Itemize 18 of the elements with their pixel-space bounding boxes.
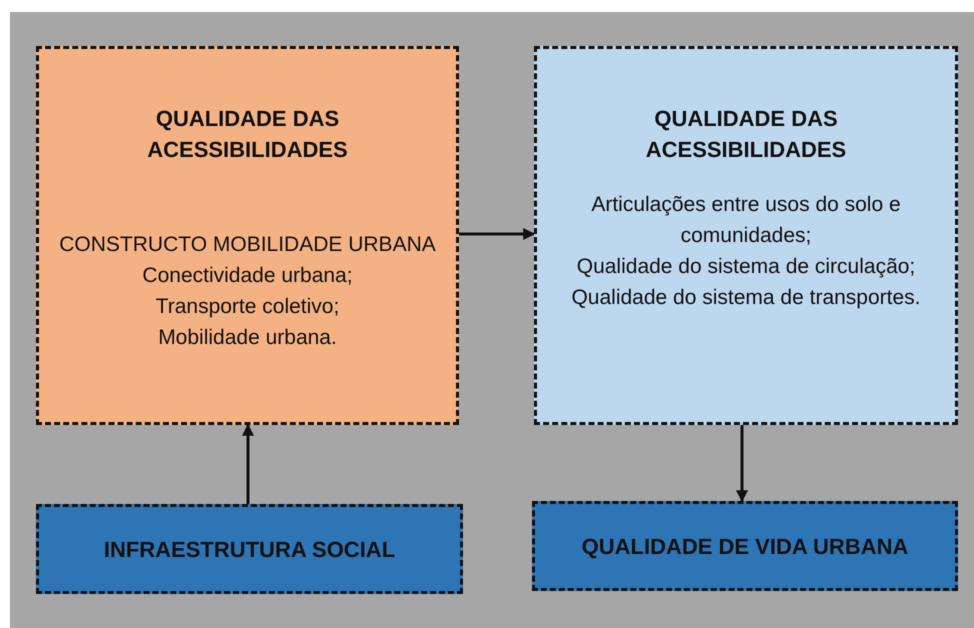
box-text: Qualidade do sistema de transportes. xyxy=(571,285,921,311)
box-text: Mobilidade urbana. xyxy=(158,325,337,351)
arrow xyxy=(459,228,536,240)
box-text: Articulações entre usos do solo e comunidades; xyxy=(590,192,902,249)
box-title: QUALIDADE DAS ACESSIBILIDADES xyxy=(644,105,848,164)
arrow xyxy=(242,424,254,504)
box-text: Conectividade urbana; xyxy=(142,263,353,289)
process-box xyxy=(36,504,463,594)
box-title: QUALIDADE DAS ACESSIBILIDADES xyxy=(146,105,349,164)
box-title: INFRAESTRUTURA SOCIAL xyxy=(104,536,396,564)
arrow xyxy=(736,425,748,502)
process-box xyxy=(36,46,459,425)
process-box xyxy=(534,46,958,425)
box-title: QUALIDADE DE VIDA URBANA xyxy=(582,532,908,560)
process-box xyxy=(532,501,958,591)
box-text: Qualidade do sistema de circulação; xyxy=(576,254,916,280)
box-text: Transporte coletivo; xyxy=(156,294,340,320)
box-text: CONSTRUCTO MOBILIDADE URBANA xyxy=(59,232,436,258)
